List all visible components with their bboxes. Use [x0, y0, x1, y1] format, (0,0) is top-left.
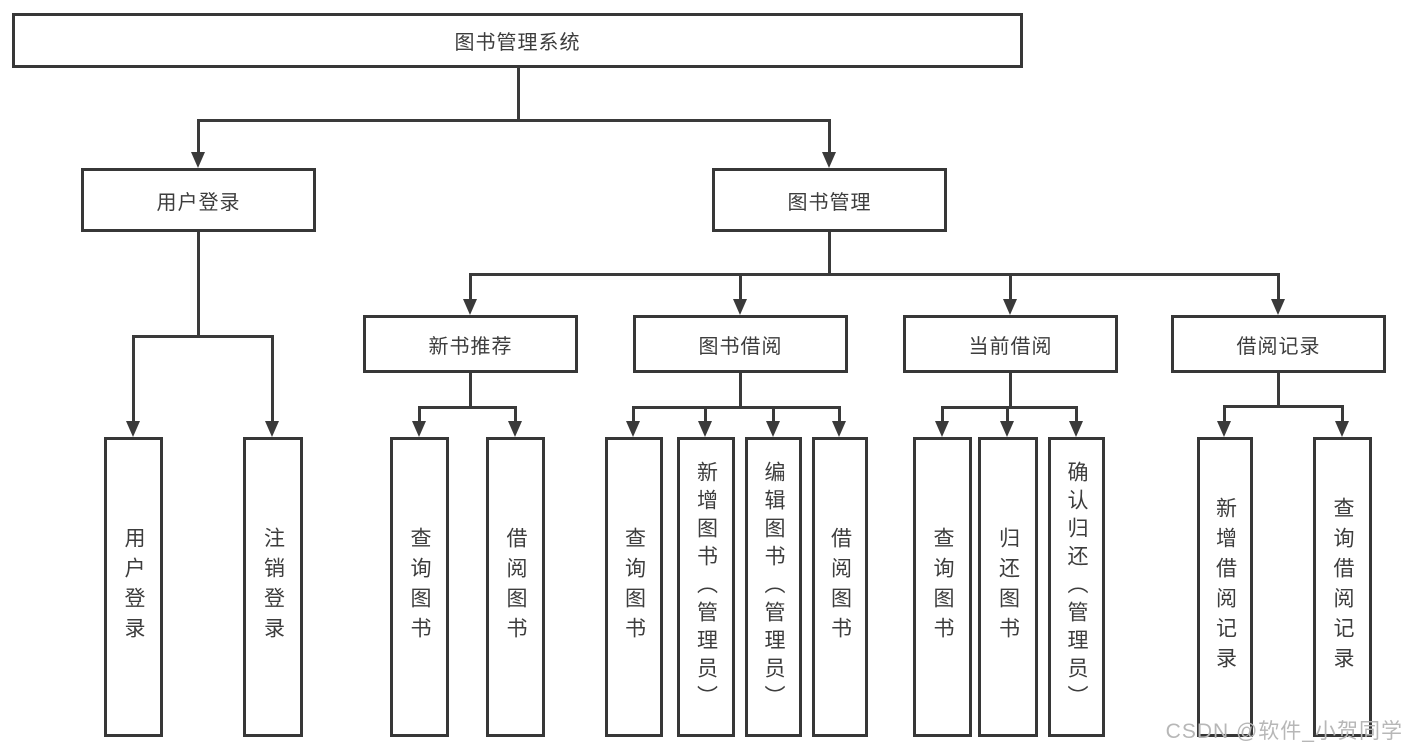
leaf-borrow-books: 借阅图书 — [812, 437, 868, 737]
leaf-confirm-return-admin: 确认归还（管理员） — [1048, 437, 1105, 737]
arrowhead — [832, 421, 846, 437]
edge-current-borrow-stem — [1009, 373, 1012, 409]
leaf-user-login: 用户登录 — [104, 437, 163, 737]
node-borrow-records: 借阅记录 — [1171, 315, 1386, 373]
leaf-add-borrow-record: 新增借阅记录 — [1197, 437, 1253, 737]
edge-book-manage-bus — [469, 273, 1280, 276]
edge-to-logout-leaf — [271, 335, 274, 425]
edge-to-leaf — [418, 406, 421, 425]
edge-recommend-bus — [418, 406, 517, 409]
edge-book-manage-stem — [828, 232, 831, 276]
node-user-login: 用户登录 — [81, 168, 316, 232]
node-label: 当前借阅 — [968, 335, 1053, 358]
leaf-query-books: 查询图书 — [390, 437, 449, 737]
arrowhead — [698, 421, 712, 437]
edge-user-login-bus — [132, 335, 274, 338]
edge-current-borrow-bus — [941, 406, 1078, 409]
edge-to-leaf — [1075, 406, 1078, 425]
edge-to-login-leaf — [132, 335, 135, 425]
watermark: CSDN @软件_小贺同学 — [1165, 720, 1403, 743]
arrowhead — [766, 421, 780, 437]
edge-book-borrow-stem — [739, 373, 742, 409]
arrowhead — [412, 421, 426, 437]
arrowhead — [935, 421, 949, 437]
arrowhead-to-login-leaf — [126, 421, 140, 437]
arrowhead — [1000, 421, 1014, 437]
edge-to-leaf — [1006, 406, 1009, 425]
node-new-book-recommend: 新书推荐 — [363, 315, 578, 373]
edge-to-borrow-records — [1277, 273, 1280, 303]
leaf-borrow-books: 借阅图书 — [486, 437, 545, 737]
arrowhead-to-book-manage — [822, 152, 836, 168]
edge-book-borrow-bus — [632, 406, 841, 409]
edge-root-bus — [197, 119, 831, 122]
leaf-query-books: 查询图书 — [913, 437, 972, 737]
edge-to-book-borrow — [739, 273, 742, 303]
edge-to-leaf — [838, 406, 841, 425]
node-book-management-system: 图书管理系统 — [12, 13, 1023, 68]
node-label: 图书管理系统 — [454, 32, 581, 54]
node-label: 图书管理 — [787, 191, 872, 214]
edge-to-leaf — [514, 406, 517, 425]
node-book-borrow: 图书借阅 — [633, 315, 848, 373]
leaf-add-books-admin: 新增图书（管理员） — [677, 437, 735, 737]
edge-recommend-stem — [469, 373, 472, 409]
edge-borrow-records-bus — [1223, 405, 1344, 408]
arrowhead — [1335, 421, 1349, 437]
edge-to-leaf — [1223, 405, 1226, 425]
edge-to-user-login — [197, 119, 200, 156]
leaf-edit-books-admin: 编辑图书（管理员） — [745, 437, 802, 737]
arrowhead-to-book-borrow — [733, 299, 747, 315]
edge-root-stem — [517, 67, 520, 122]
node-label: 图书借阅 — [698, 335, 783, 358]
arrowhead-to-new-books — [463, 299, 477, 315]
arrowhead-to-current-borrow — [1003, 299, 1017, 315]
node-label: 借阅记录 — [1236, 335, 1321, 358]
arrowhead — [626, 421, 640, 437]
edge-to-leaf — [1341, 405, 1344, 425]
arrowhead — [1069, 421, 1083, 437]
edge-to-book-manage — [828, 119, 831, 156]
edge-borrow-records-stem — [1277, 373, 1280, 408]
arrowhead-to-user-login — [191, 152, 205, 168]
leaf-query-borrow-record: 查询借阅记录 — [1313, 437, 1372, 737]
edge-user-login-stem — [197, 232, 200, 338]
arrowhead — [508, 421, 522, 437]
arrowhead — [1217, 421, 1231, 437]
node-label: 用户登录 — [156, 191, 241, 214]
edge-to-leaf — [941, 406, 944, 425]
leaf-return-books: 归还图书 — [978, 437, 1038, 737]
node-label: 新书推荐 — [428, 335, 513, 358]
edge-to-leaf — [772, 406, 775, 425]
edge-to-leaf — [704, 406, 707, 425]
node-current-borrow: 当前借阅 — [903, 315, 1118, 373]
leaf-query-books: 查询图书 — [605, 437, 663, 737]
node-book-manage: 图书管理 — [712, 168, 947, 232]
edge-to-current-borrow — [1009, 273, 1012, 303]
leaf-logout: 注销登录 — [243, 437, 303, 737]
arrowhead-to-logout-leaf — [265, 421, 279, 437]
arrowhead-to-borrow-records — [1271, 299, 1285, 315]
edge-to-new-books — [469, 273, 472, 303]
edge-to-leaf — [632, 406, 635, 425]
